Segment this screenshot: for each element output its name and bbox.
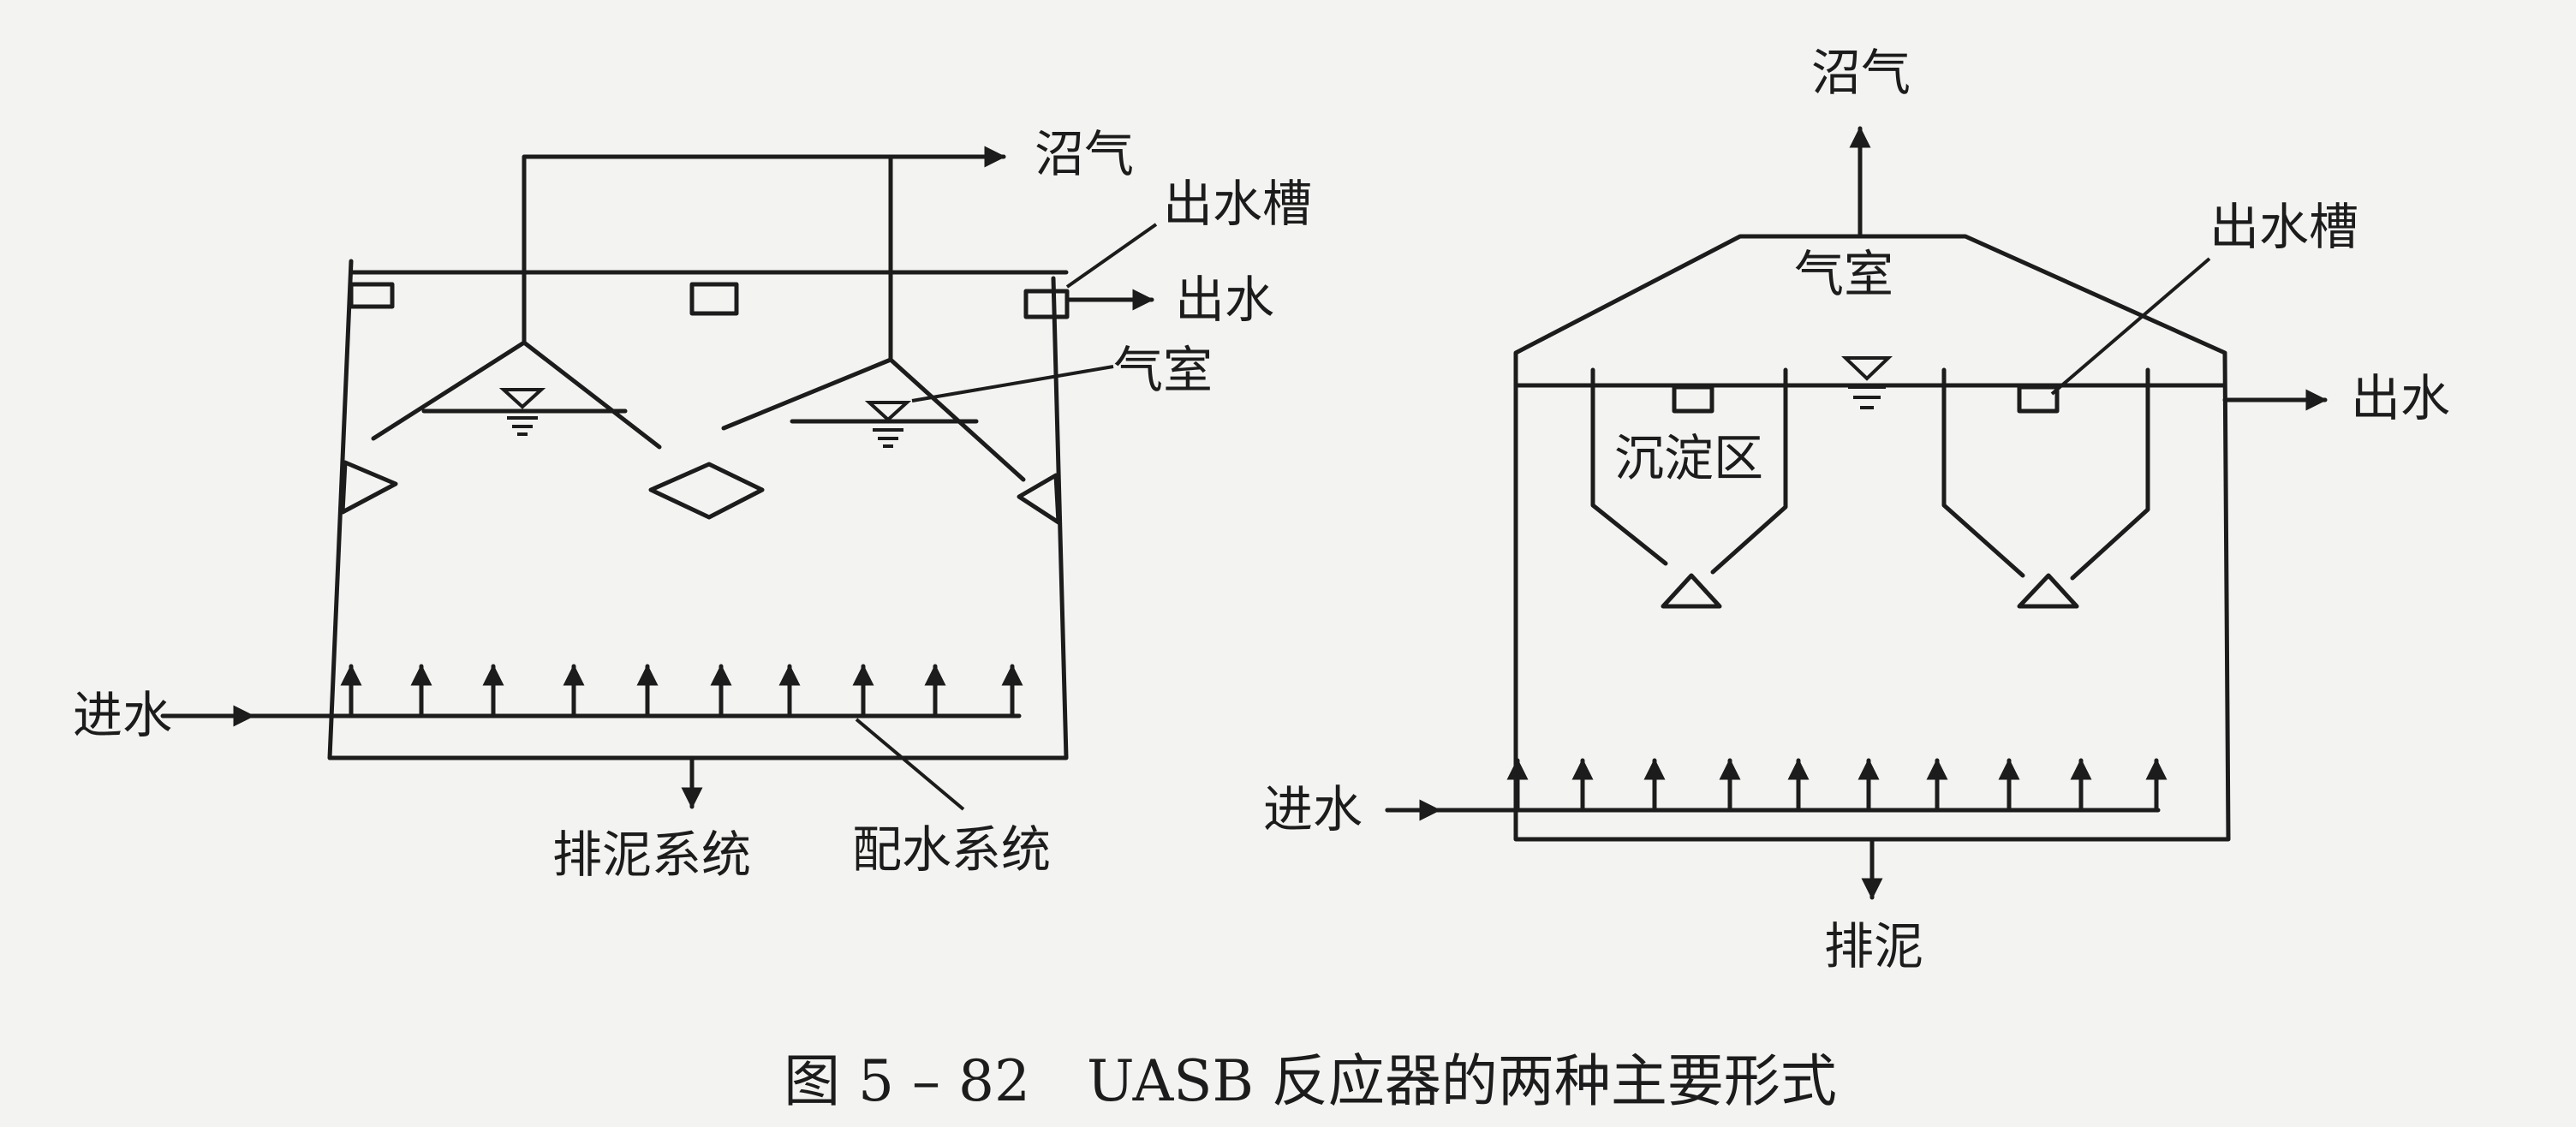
left-deflector-wall-right: [1017, 473, 1061, 525]
right-outlet-trough-1: [1672, 385, 1714, 414]
right-outlet-trough-leader: [2050, 257, 2211, 396]
water-level-icon: [498, 388, 546, 436]
right-reactor: 沼气 气室 出水槽 出水 沉淀区 进水 排泥: [1263, 44, 2450, 975]
right-settling-hopper-1b: [1710, 367, 1788, 575]
right-deflector-2: [2017, 573, 2079, 609]
right-tank-wall: [1513, 234, 2231, 842]
water-level-icon: [1841, 356, 1893, 409]
right-settling-hopper-2b: [2070, 367, 2150, 581]
right-sludge-label: 排泥: [1824, 917, 1923, 975]
left-deflector-wall-left: [340, 460, 398, 515]
left-biogas-label: 沼气: [1035, 125, 1134, 183]
right-outlet-trough-2: [2017, 385, 2060, 414]
left-reactor: 沼气 出水槽 出水 气室 进水 排泥系统 配水系统: [73, 125, 1312, 884]
right-settling-hopper-2: [1941, 367, 2025, 578]
left-distribution-arrows: [340, 664, 1023, 719]
right-distribution-arrows: [1506, 758, 2168, 813]
right-settling-hopper-1: [1590, 367, 1668, 566]
right-outflow-label: 出水: [2351, 369, 2450, 427]
left-sludge-system-label: 排泥系统: [552, 826, 751, 884]
left-outlet-trough-1: [349, 282, 395, 309]
left-outlet-trough-label: 出水槽: [1163, 175, 1312, 233]
left-gas-chamber-leader: [911, 365, 1114, 402]
left-gas-pipe: [522, 154, 1005, 345]
left-deflector-center: [648, 462, 765, 520]
left-inflow-label: 进水: [73, 686, 172, 744]
right-deflector-1: [1661, 573, 1722, 609]
left-outlet-trough-3: [1023, 289, 1070, 319]
figure-caption: 图 5 – 82 UASB 反应器的两种主要形式: [784, 1048, 1837, 1114]
left-outlet-trough-leader: [1065, 223, 1158, 289]
right-settling-zone-label: 沉淀区: [1614, 429, 1763, 487]
left-outflow-label: 出水: [1175, 271, 1274, 329]
left-tank-wall: [327, 259, 1069, 760]
right-outlet-trough-label: 出水槽: [2209, 198, 2358, 256]
right-gas-chamber-label: 气室: [1794, 245, 1893, 303]
left-outlet-trough-2: [689, 282, 739, 316]
right-biogas-label: 沼气: [1811, 44, 1911, 102]
left-gas-hood-1: [371, 340, 662, 450]
left-distribution-system-label: 配水系统: [852, 820, 1051, 879]
water-level-icon: [864, 401, 912, 448]
right-inflow-label: 进水: [1263, 780, 1363, 838]
left-distribution-leader: [855, 718, 965, 811]
left-gas-chamber-label: 气室: [1113, 341, 1213, 399]
left-gas-hood-2: [721, 357, 1026, 482]
